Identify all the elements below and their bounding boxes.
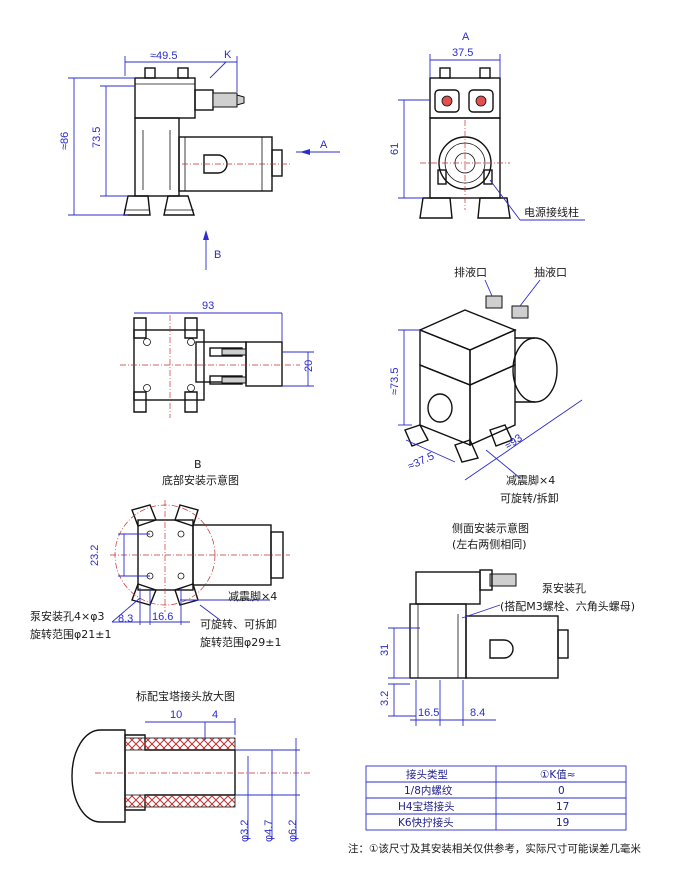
label-inlet: 抽液口 (534, 265, 567, 279)
dim-mount-23: 23.2 (89, 545, 101, 566)
front-view (68, 56, 340, 270)
dim-side-mount-32: 3.2 (379, 691, 391, 706)
side-view-a (398, 54, 585, 221)
dim-bottom-depth: 20 (303, 360, 315, 372)
label-rotation-range: 旋转范围φ21±1 (30, 627, 111, 641)
dim-side-mount-165: 16.5 (418, 707, 439, 719)
view-b-arrow-label: B (214, 249, 221, 261)
dim-iso-length: ≈93 (503, 432, 525, 452)
table-cell: 1/8内螺纹 (404, 784, 453, 797)
table-cell: 19 (556, 817, 569, 829)
label-rotatable: 可旋转、可拆卸 (200, 617, 277, 631)
k-label: K (224, 49, 232, 61)
table-cell: 0 (558, 785, 565, 797)
dim-front-height-total: ≈86 (59, 132, 71, 150)
side-mount-view (388, 569, 569, 726)
dim-barb-d62: φ6.2 (287, 820, 299, 842)
barb-detail (71, 718, 310, 840)
dim-front-height: 73.5 (91, 127, 103, 148)
dim-side-mount-84: 8.4 (470, 707, 485, 719)
dim-side-width: 37.5 (452, 47, 473, 59)
label-pump-holes-note: (搭配M3螺栓、六角头螺母) (500, 599, 635, 613)
table-cell: H4宝塔接头 (398, 800, 455, 813)
dim-bottom-width: 93 (202, 300, 214, 312)
dim-barb-d32: φ3.2 (239, 820, 251, 842)
dim-side-height: 61 (389, 143, 401, 155)
dim-front-width: ≈49.5 (150, 50, 177, 62)
view-a-title: A (462, 31, 470, 43)
dim-mount-166: 16.6 (152, 611, 173, 623)
dim-mount-83: 8.3 (118, 613, 133, 625)
label-mount-holes: 泵安装孔4×φ3 (30, 609, 104, 623)
label-outlet: 排液口 (454, 265, 487, 279)
iso-view (398, 279, 583, 481)
table-header-type: 接头类型 (406, 768, 448, 781)
label-pump-holes: 泵安装孔 (542, 581, 586, 595)
barb-title: 标配宝塔接头放大图 (136, 689, 235, 703)
dim-barb-4: 4 (212, 709, 218, 721)
bottom-title-b: B (194, 458, 202, 471)
side-title: 侧面安装示意图 (452, 521, 529, 535)
dim-side-mount-31: 31 (379, 644, 391, 656)
table-cell: K6快拧接头 (398, 816, 454, 829)
side-subtitle: (左右两侧相同) (452, 537, 527, 551)
bottom-view (120, 312, 314, 418)
label-shock-feet-iso: 减震脚×4 (506, 473, 555, 487)
dim-iso-base: ≈37.5 (406, 450, 436, 472)
mount-detail-view (110, 500, 290, 625)
bottom-title: 底部安装示意图 (162, 473, 239, 487)
table-cell: 17 (556, 801, 569, 813)
view-a-arrow-label: A (320, 139, 328, 151)
k-value-table (365, 765, 627, 831)
label-rotatable-iso: 可旋转/拆卸 (500, 491, 559, 505)
label-rotation-range2: 旋转范围φ29±1 (200, 635, 281, 649)
dim-iso-height: ≈73.5 (389, 368, 401, 395)
label-shock-feet: 减震脚×4 (228, 589, 277, 603)
table-header-k: ①K值≈ (540, 768, 576, 781)
dim-barb-d47: φ4.7 (263, 820, 275, 842)
dim-barb-10: 10 (170, 709, 182, 721)
label-power-terminal: 电源接线柱 (524, 205, 579, 219)
footnote: 注：①该尺寸及其安装相关仅供参考，实际尺寸可能误差几毫米 (348, 842, 641, 855)
